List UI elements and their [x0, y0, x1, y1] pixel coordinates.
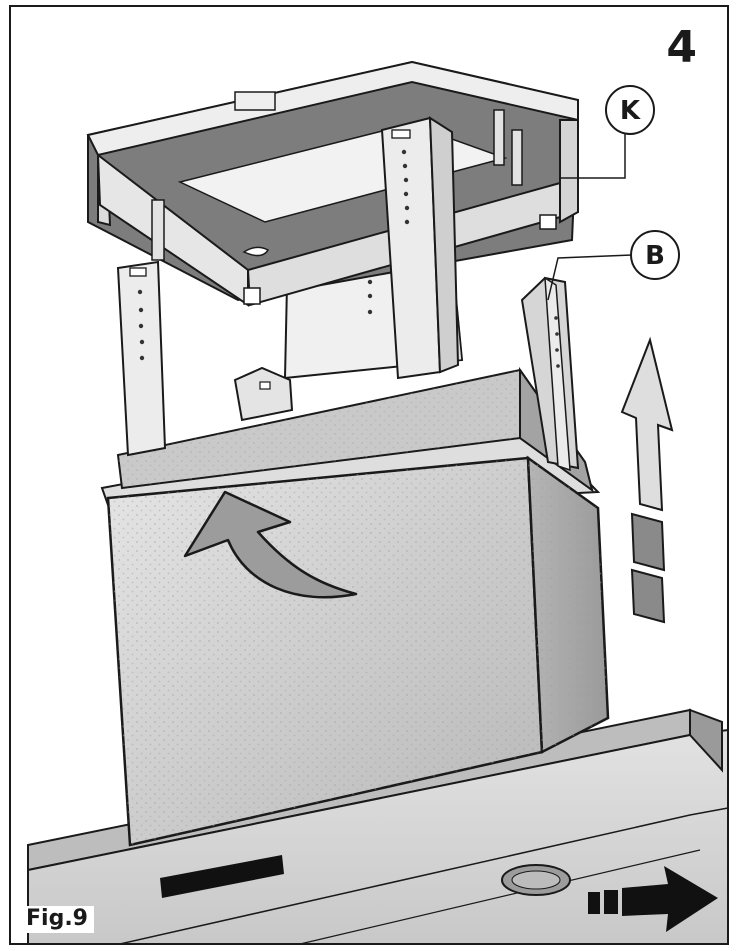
bracket-left: [116, 260, 167, 457]
right-arrow-icon: [588, 866, 718, 932]
lower-chimney: [100, 408, 610, 847]
callout-k-circle: [605, 85, 655, 135]
bracket-small: [233, 366, 294, 422]
hood-light: [501, 864, 571, 896]
figure-label: Fig.9: [22, 906, 94, 933]
step-number: 4: [666, 22, 697, 73]
callout-b-circle: [630, 230, 680, 280]
callout-b-label: B: [645, 241, 665, 271]
up-arrow-icon: [620, 336, 674, 624]
callout-k-label: K: [620, 96, 641, 126]
callout-b-leader: [547, 254, 633, 301]
control-panel-slot: [160, 855, 284, 898]
ceiling-bracket-k: [86, 60, 580, 307]
callout-k-leader: [560, 125, 626, 179]
bracket-right: [520, 276, 580, 472]
rotation-arrow-icon: [183, 490, 358, 599]
bracket-center: [380, 116, 460, 380]
